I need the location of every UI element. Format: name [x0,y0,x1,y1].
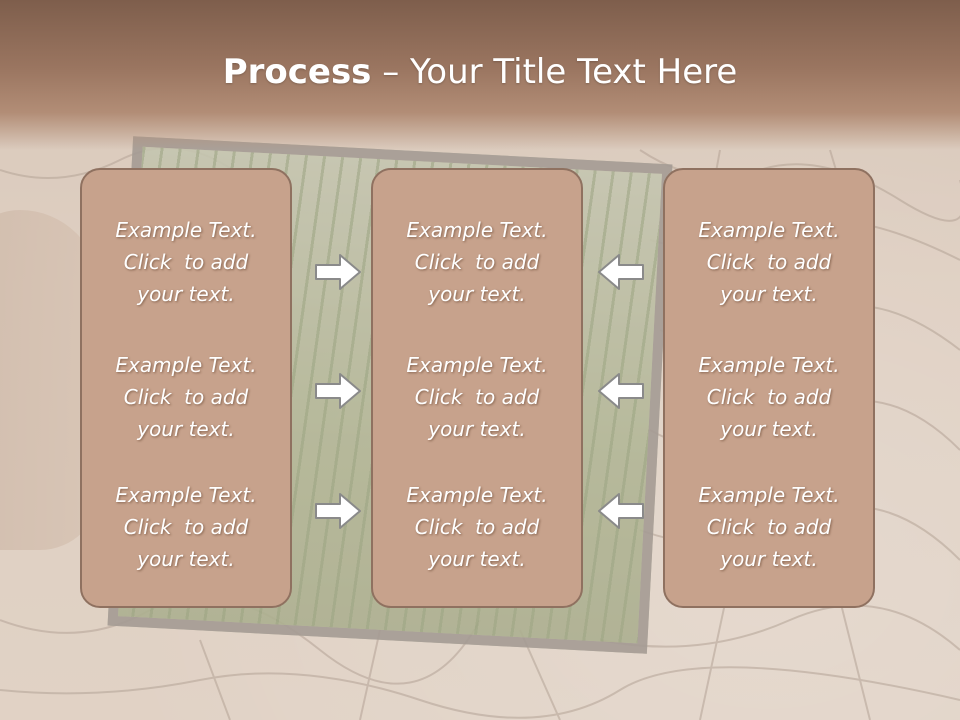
text-line: your text. [137,417,235,441]
text-line: your text. [720,547,818,571]
right-text-block-3[interactable]: Example Text. Click to add your text. [665,479,873,575]
text-line: Example Text. [406,353,548,377]
text-line: your text. [428,417,526,441]
middle-text-block-1[interactable]: Example Text. Click to add your text. [373,214,581,310]
middle-column-box[interactable]: Example Text. Click to add your text. Ex… [371,168,583,608]
text-line: Click to add [706,250,832,274]
text-line: Example Text. [115,483,257,507]
text-line: Click to add [706,385,832,409]
title-band [0,0,960,150]
text-line: Click to add [414,250,540,274]
text-line: Example Text. [406,218,548,242]
text-line: Click to add [123,515,249,539]
left-arrow-icon [598,254,644,290]
right-arrow-icon [315,373,361,409]
title-rest: – Your Title Text Here [382,52,738,92]
left-text-block-1[interactable]: Example Text. Click to add your text. [82,214,290,310]
title-bold: Process [222,52,372,92]
text-line: Example Text. [698,353,840,377]
text-line: Example Text. [115,218,257,242]
middle-text-block-3[interactable]: Example Text. Click to add your text. [373,479,581,575]
left-arrow-icon [598,373,644,409]
text-line: Click to add [414,385,540,409]
left-column-box[interactable]: Example Text. Click to add your text. Ex… [80,168,292,608]
text-line: your text. [428,282,526,306]
text-line: Click to add [123,385,249,409]
text-line: your text. [137,282,235,306]
text-line: Example Text. [698,483,840,507]
text-line: your text. [720,417,818,441]
right-text-block-2[interactable]: Example Text. Click to add your text. [665,349,873,445]
left-text-block-3[interactable]: Example Text. Click to add your text. [82,479,290,575]
text-line: your text. [137,547,235,571]
middle-text-block-2[interactable]: Example Text. Click to add your text. [373,349,581,445]
text-line: Example Text. [406,483,548,507]
text-line: Example Text. [115,353,257,377]
right-arrow-icon [315,254,361,290]
text-line: your text. [720,282,818,306]
text-line: Click to add [414,515,540,539]
left-text-block-2[interactable]: Example Text. Click to add your text. [82,349,290,445]
text-line: your text. [428,547,526,571]
left-arrow-icon [598,493,644,529]
right-arrow-icon [315,493,361,529]
text-line: Example Text. [698,218,840,242]
text-line: Click to add [706,515,832,539]
text-line: Click to add [123,250,249,274]
right-text-block-1[interactable]: Example Text. Click to add your text. [665,214,873,310]
right-column-box[interactable]: Example Text. Click to add your text. Ex… [663,168,875,608]
slide-title[interactable]: Process – Your Title Text Here [0,52,960,92]
